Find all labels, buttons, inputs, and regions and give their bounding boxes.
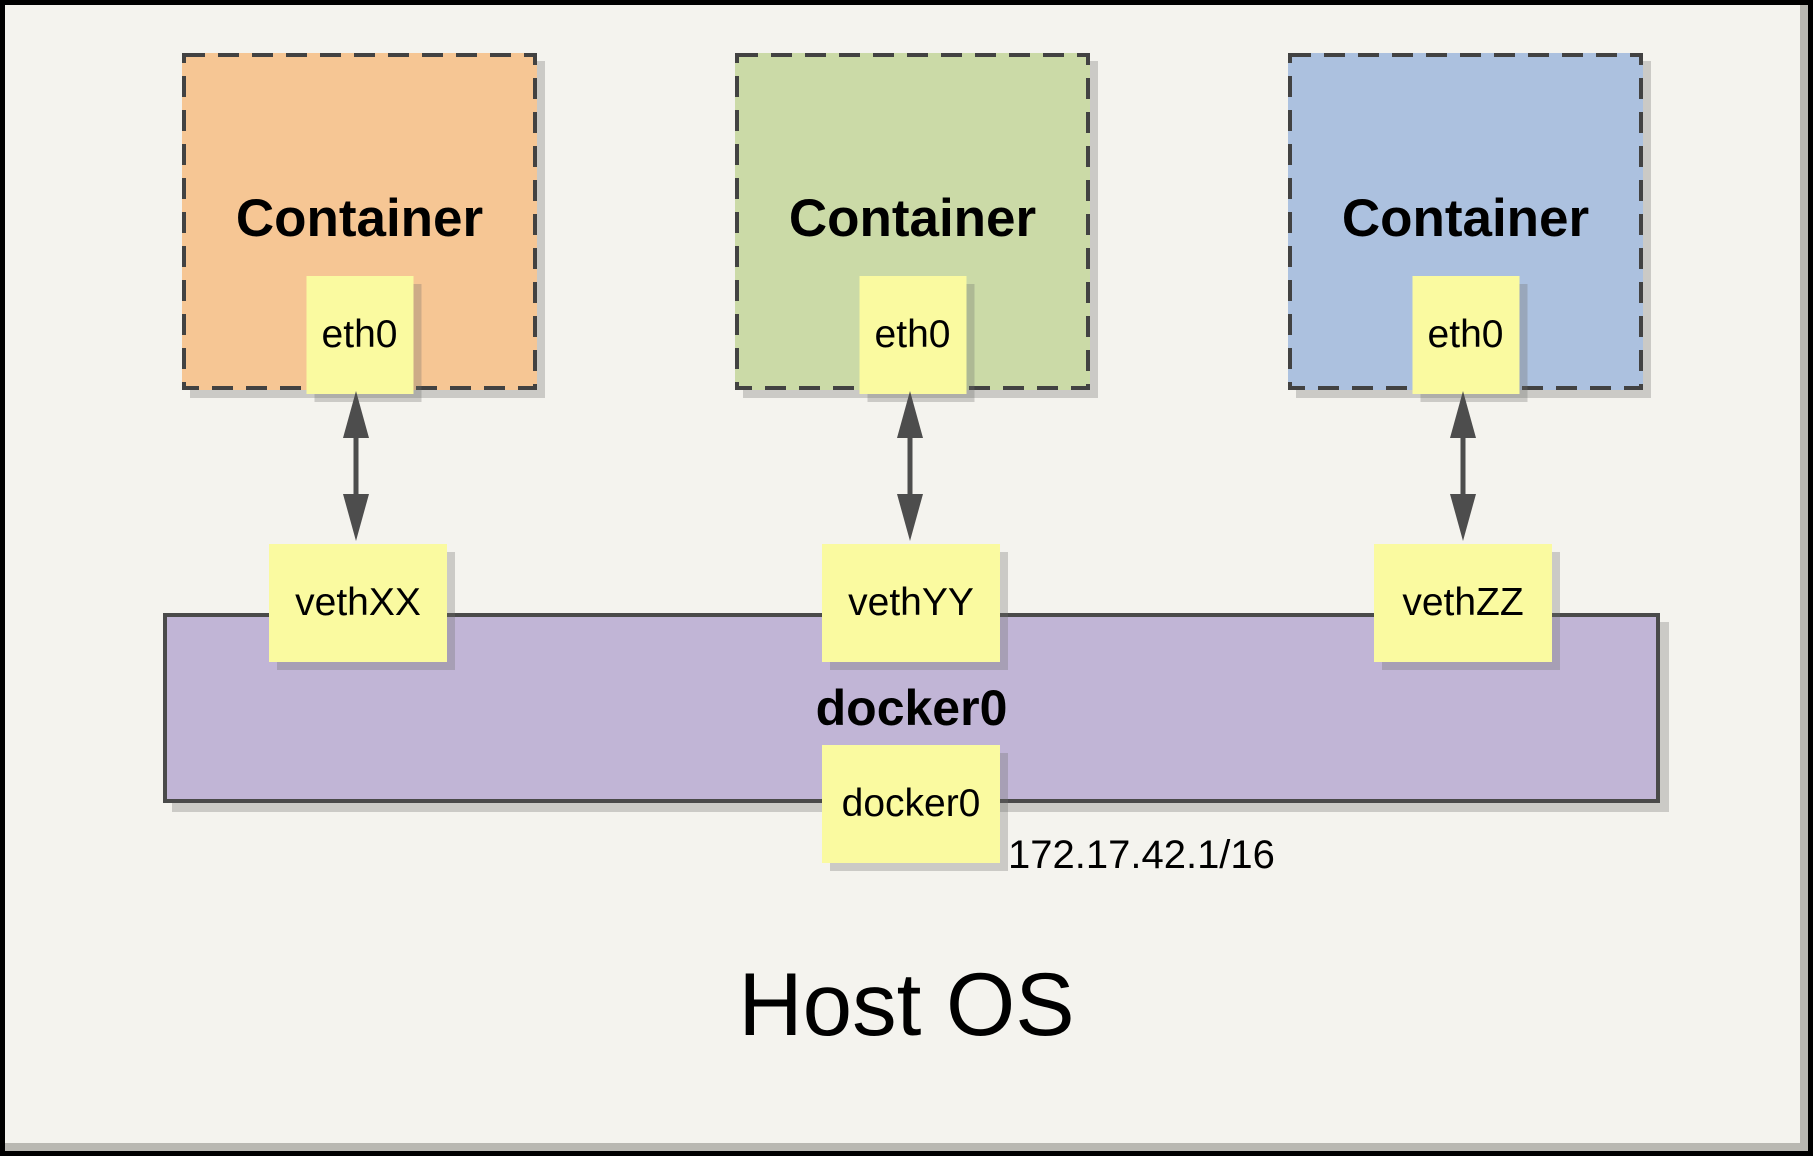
eth0-label: eth0 <box>1427 313 1504 356</box>
vethYY-label: vethYY <box>848 581 974 624</box>
bidirectional-arrow-icon <box>1450 391 1476 541</box>
docker0-bridge-label: docker0 <box>815 680 1008 736</box>
docker0-interface-label: docker0 <box>841 782 981 825</box>
vethXX-interface-box: vethXX <box>269 544 447 662</box>
container-title: Container <box>1341 189 1590 248</box>
bridge-ip-label: 172.17.42.1/16 <box>1008 833 1275 877</box>
bidirectional-arrow-icon <box>343 391 369 541</box>
host-os-label: Host OS <box>738 954 1075 1054</box>
vethZZ-label: vethZZ <box>1402 581 1524 624</box>
eth0-interface-box-1: eth0 <box>306 276 413 394</box>
container-box-3: Container eth0 <box>1288 53 1643 394</box>
eth0-interface-box-2: eth0 <box>859 276 966 394</box>
container-title: Container <box>788 189 1037 248</box>
eth0-label: eth0 <box>874 313 951 356</box>
container-title: Container <box>235 189 484 248</box>
eth0-label: eth0 <box>321 313 398 356</box>
vethZZ-interface-box: vethZZ <box>1374 544 1552 662</box>
docker0-interface-box: docker0 <box>822 745 1000 863</box>
vethYY-interface-box: vethYY <box>822 544 1000 662</box>
eth0-interface-box-3: eth0 <box>1412 276 1519 394</box>
vethXX-label: vethXX <box>295 581 421 624</box>
container-box-2: Container eth0 <box>735 53 1090 394</box>
container-box-1: Container eth0 <box>182 53 537 394</box>
bidirectional-arrow-icon <box>897 391 923 541</box>
